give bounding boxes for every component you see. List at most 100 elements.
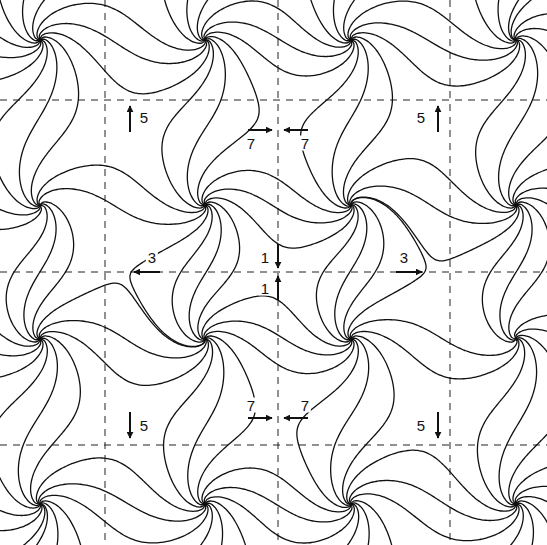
field-line	[348, 159, 516, 213]
field-line	[509, 36, 547, 205]
field-line	[511, 0, 547, 47]
callout-number: 5	[138, 110, 150, 125]
flow-arrow	[284, 129, 308, 131]
field-line	[31, 37, 78, 205]
field-line	[301, 40, 359, 208]
field-line	[500, 204, 532, 340]
flow-arrow	[248, 129, 272, 131]
field-line	[19, 39, 56, 206]
field-line	[40, 332, 208, 386]
field-line	[515, 314, 547, 354]
field-line	[24, 204, 56, 340]
flow-arrow	[248, 417, 272, 419]
field-line	[205, 331, 354, 373]
field-line	[39, 484, 206, 521]
callout-number: 5	[138, 418, 150, 433]
callout-number: 1	[259, 281, 271, 296]
field-line	[492, 503, 534, 545]
field-line	[40, 495, 208, 543]
field-line	[31, 336, 81, 504]
field-line	[0, 339, 47, 508]
field-line	[204, 487, 352, 521]
field-line	[344, 202, 384, 339]
field-line	[333, 503, 369, 545]
field-line	[305, 504, 359, 545]
flow-arrow	[277, 276, 279, 300]
field-line	[202, 1, 351, 47]
field-line	[351, 197, 519, 261]
field-line	[0, 488, 42, 531]
field-line	[18, 338, 57, 505]
flow-arrow	[277, 244, 279, 268]
field-line	[482, 205, 523, 342]
field-line	[182, 503, 223, 545]
flow-arrow	[396, 271, 422, 273]
callout-number: 5	[415, 418, 427, 433]
callout-number: 7	[245, 136, 257, 151]
field-line	[0, 504, 47, 545]
grid-line	[0, 272, 547, 273]
field-line	[509, 335, 547, 504]
field-line	[198, 202, 240, 339]
callout-number: 3	[146, 250, 158, 265]
field-line	[348, 198, 426, 339]
flow-arrow	[437, 106, 439, 132]
field-line	[331, 338, 369, 505]
field-line	[33, 0, 99, 40]
field-line	[37, 165, 205, 212]
field-line	[344, 501, 395, 545]
field-line	[187, 39, 225, 206]
field-line	[351, 494, 519, 541]
field-line	[498, 0, 533, 41]
field-line	[23, 503, 58, 545]
grid-line	[0, 445, 547, 446]
field-line	[476, 40, 526, 208]
field-line	[204, 22, 352, 56]
field-line	[499, 338, 536, 505]
field-line	[477, 339, 524, 507]
callout-number: 7	[299, 136, 311, 151]
field-line	[347, 450, 516, 511]
field-line	[204, 189, 352, 223]
field-line	[332, 39, 368, 206]
field-line	[509, 202, 547, 339]
field-line	[0, 40, 47, 209]
field-line	[151, 504, 212, 545]
flow-arrow	[129, 106, 131, 132]
field-line	[39, 321, 206, 358]
field-line	[39, 24, 206, 64]
field-line	[37, 283, 205, 347]
field-line	[39, 189, 206, 225]
field-line	[349, 480, 516, 520]
flow-arrow	[134, 271, 160, 273]
field-line	[33, 501, 84, 545]
field-line	[188, 338, 224, 505]
field-line	[130, 205, 208, 346]
callout-number: 5	[415, 110, 427, 125]
field-line	[516, 29, 547, 76]
field-line	[316, 205, 358, 342]
field-line	[172, 205, 212, 342]
field-line	[351, 331, 519, 378]
callout-number: 1	[259, 250, 271, 265]
field-line	[351, 33, 520, 86]
flow-arrow	[437, 412, 439, 438]
field-line	[198, 37, 259, 205]
grid-line	[450, 0, 451, 545]
callout-number: 3	[398, 250, 410, 265]
field-line	[189, 204, 221, 340]
field-line	[198, 336, 256, 504]
field-line	[37, 3, 205, 50]
field-line	[335, 204, 367, 340]
field-line	[33, 202, 74, 339]
field-line	[40, 33, 209, 94]
flow-arrow	[284, 417, 308, 419]
field-line	[350, 186, 517, 223]
flow-arrows	[130, 106, 438, 438]
field-line	[516, 329, 547, 374]
field-line	[36, 458, 205, 511]
